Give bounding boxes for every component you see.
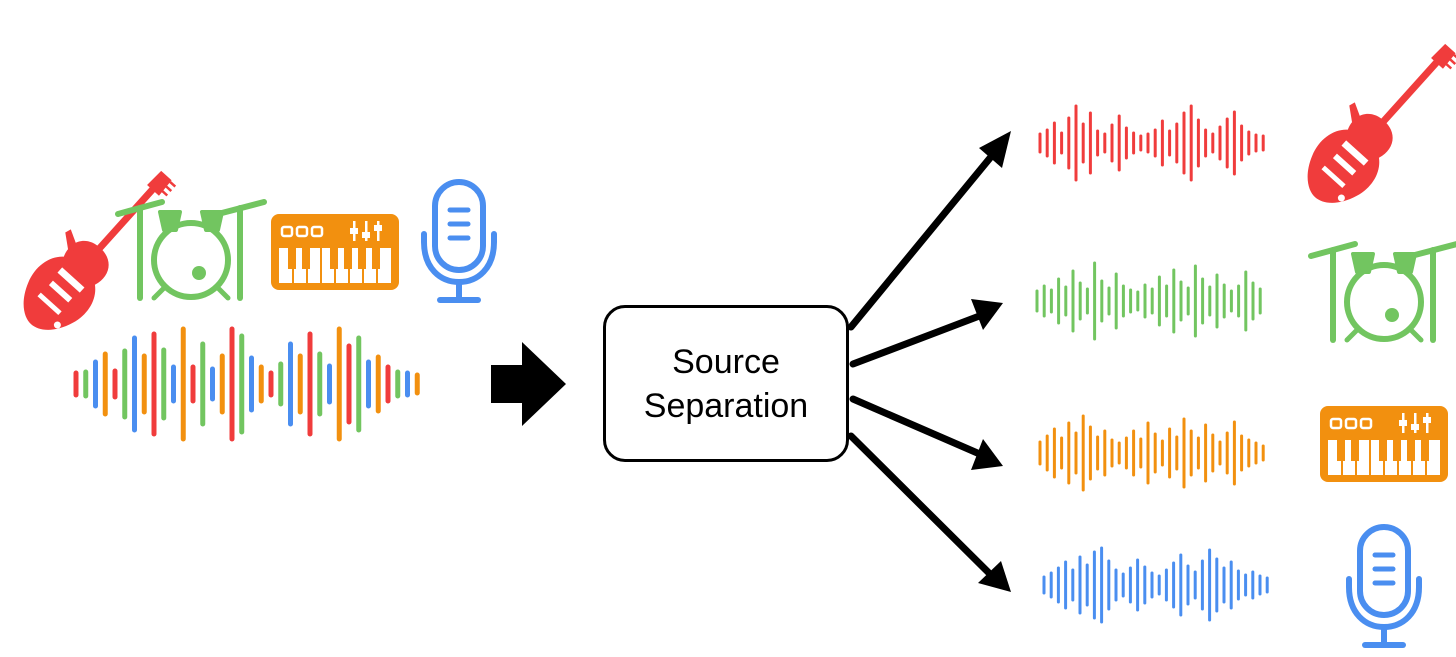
arrowhead-drums bbox=[971, 299, 1003, 330]
microphone-icon bbox=[424, 182, 494, 300]
drums-waveform bbox=[1035, 261, 1262, 341]
mixed-waveform-icon bbox=[73, 326, 420, 442]
output-sources bbox=[1288, 23, 1456, 645]
keyboard-synth-icon bbox=[269, 212, 401, 292]
arrowhead-keyboard bbox=[971, 439, 1003, 470]
input-arrow-icon bbox=[491, 342, 566, 426]
output-arrow-guitar bbox=[847, 154, 994, 331]
vocals-waveform bbox=[1042, 546, 1269, 624]
output-arrows bbox=[847, 154, 994, 578]
output-drum-kit-icon bbox=[1311, 244, 1456, 340]
source-separation-box: Source Separation bbox=[603, 305, 849, 462]
electric-guitar-icon bbox=[4, 150, 191, 347]
drum-kit-icon bbox=[118, 202, 264, 298]
process-label: Source Separation bbox=[644, 340, 808, 428]
arrowhead-guitar bbox=[979, 131, 1011, 168]
arrowhead-vocals bbox=[978, 561, 1011, 592]
guitar-waveform bbox=[1038, 104, 1265, 182]
input-sources bbox=[4, 150, 494, 347]
output-arrowheads bbox=[971, 131, 1011, 592]
output-arrow-drums bbox=[849, 311, 986, 368]
output-microphone-icon bbox=[1349, 527, 1419, 645]
process-label-line1: Source bbox=[672, 342, 780, 381]
output-arrow-vocals bbox=[847, 432, 994, 578]
process-label-line2: Separation bbox=[643, 386, 809, 425]
output-arrow-keyboard bbox=[849, 395, 986, 459]
output-keyboard-synth-icon bbox=[1318, 404, 1450, 484]
output-electric-guitar-icon bbox=[1288, 23, 1456, 220]
keyboard-waveform bbox=[1038, 414, 1265, 492]
